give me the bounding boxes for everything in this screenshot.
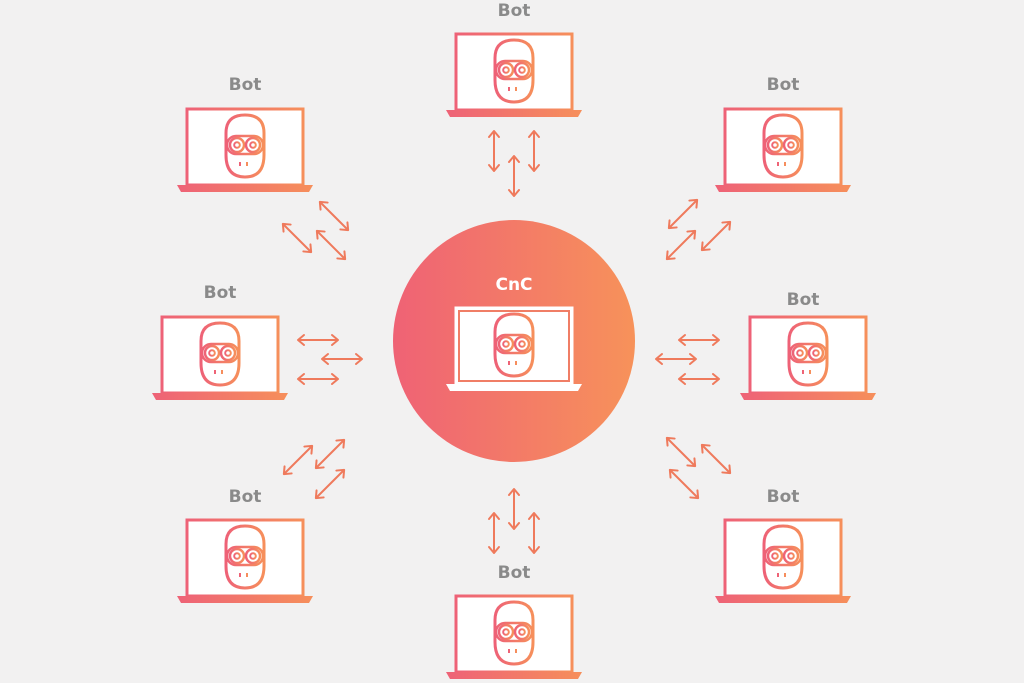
- arrow: [664, 195, 702, 233]
- arrow: [315, 197, 353, 235]
- bot-laptop: [715, 109, 851, 192]
- arrow: [528, 130, 540, 172]
- connection-top-right: [662, 195, 735, 264]
- robot-face-icon: [715, 520, 851, 603]
- robot-face-icon: [446, 596, 582, 679]
- bot-label: Bot: [498, 1, 531, 21]
- arrow: [508, 155, 520, 197]
- arrow: [297, 334, 339, 346]
- arrow: [488, 512, 500, 554]
- bot-laptop: [177, 109, 313, 192]
- arrow: [279, 441, 317, 479]
- bot-node-right: Bot: [740, 290, 876, 400]
- arrow: [321, 353, 363, 365]
- cnc-label: CnC: [495, 275, 532, 295]
- bot-laptop: [152, 317, 288, 400]
- arrow: [311, 465, 349, 503]
- arrow: [697, 217, 735, 255]
- arrow: [297, 373, 339, 385]
- arrow: [678, 373, 720, 385]
- arrow: [655, 353, 697, 365]
- robot-face-icon: [493, 312, 535, 378]
- bot-laptop: [446, 596, 582, 679]
- bot-node-top-left: Bot: [177, 75, 313, 192]
- bot-laptop: [446, 34, 582, 117]
- arrow: [662, 433, 700, 471]
- connection-left: [297, 334, 363, 385]
- robot-face-icon: [177, 520, 313, 603]
- robot-face-icon: [740, 317, 876, 400]
- connection-bottom-right: [662, 433, 735, 503]
- connection-bottom-left: [279, 435, 349, 503]
- connection-top: [488, 130, 540, 197]
- bot-node-bottom: Bot: [446, 563, 582, 679]
- arrow: [311, 435, 349, 473]
- bot-node-top-right: Bot: [715, 75, 851, 192]
- bot-node-bottom-right: Bot: [715, 487, 851, 603]
- robot-face-icon: [152, 317, 288, 400]
- bot-label: Bot: [767, 75, 800, 95]
- cnc-laptop: [446, 306, 582, 391]
- cnc-node: CnC: [393, 220, 635, 462]
- bot-laptop: [740, 317, 876, 400]
- connection-top-left: [278, 197, 353, 264]
- bot-label: Bot: [229, 75, 262, 95]
- robot-face-icon: [446, 34, 582, 117]
- robot-face-icon: [177, 109, 313, 192]
- arrow: [508, 488, 520, 530]
- arrow: [528, 512, 540, 554]
- bot-laptop: [177, 520, 313, 603]
- bot-label: Bot: [787, 290, 820, 310]
- arrow: [312, 226, 350, 264]
- arrow: [278, 219, 316, 257]
- bot-laptop: [715, 520, 851, 603]
- bot-label: Bot: [767, 487, 800, 507]
- arrow: [488, 130, 500, 172]
- bot-label: Bot: [229, 487, 262, 507]
- bot-label: Bot: [204, 283, 237, 303]
- arrow: [678, 334, 720, 346]
- arrow: [662, 226, 700, 264]
- connection-bottom: [488, 488, 540, 554]
- arrow: [665, 465, 703, 503]
- bot-label: Bot: [498, 563, 531, 583]
- connection-right: [655, 334, 720, 385]
- bot-node-top: Bot: [446, 1, 582, 117]
- bot-node-bottom-left: Bot: [177, 487, 313, 603]
- robot-face-icon: [715, 109, 851, 192]
- bot-node-left: Bot: [152, 283, 288, 400]
- arrow: [697, 440, 735, 478]
